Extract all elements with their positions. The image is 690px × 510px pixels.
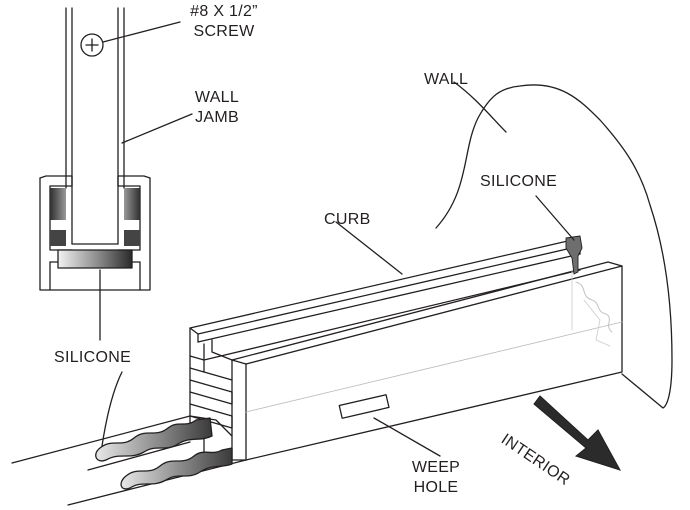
screw-label: #8 X 1/2” SCREW xyxy=(182,2,266,42)
weep-hole-label: WEEP HOLE xyxy=(406,458,466,498)
leader-lines xyxy=(99,21,575,457)
wall-jamb-label-line2: JAMB xyxy=(195,109,239,126)
wall-jamb-label-line1: WALL xyxy=(194,89,240,106)
curb-extrusion xyxy=(189,239,623,461)
wall-jamb-label: WALL JAMB xyxy=(188,88,246,128)
screw-label-line1: #8 X 1/2” xyxy=(190,3,258,20)
screw-label-line2: SCREW xyxy=(193,23,255,40)
weep-hole-label-line2: HOLE xyxy=(413,479,459,496)
base-track-section xyxy=(39,175,151,291)
wall-outline xyxy=(435,84,673,409)
silicone-bead-floor-upper xyxy=(95,417,213,462)
weep-hole xyxy=(338,394,390,419)
curb-label: CURB xyxy=(324,211,371,228)
silicone-top-label: SILICONE xyxy=(480,173,558,190)
silicone-bead-floor-lower xyxy=(120,447,233,490)
wall-jamb xyxy=(65,7,125,245)
silicone-bead-jamb xyxy=(57,249,133,269)
floor-line-1 xyxy=(11,415,191,464)
interior-arrow-icon xyxy=(533,395,622,471)
silicone-left-label: SILICONE xyxy=(54,349,132,366)
weep-hole-label-line1: WEEP xyxy=(411,459,461,476)
silicone-bead-wall xyxy=(565,235,583,275)
wall-label: WALL xyxy=(424,71,469,88)
screw-head-icon xyxy=(80,33,104,57)
